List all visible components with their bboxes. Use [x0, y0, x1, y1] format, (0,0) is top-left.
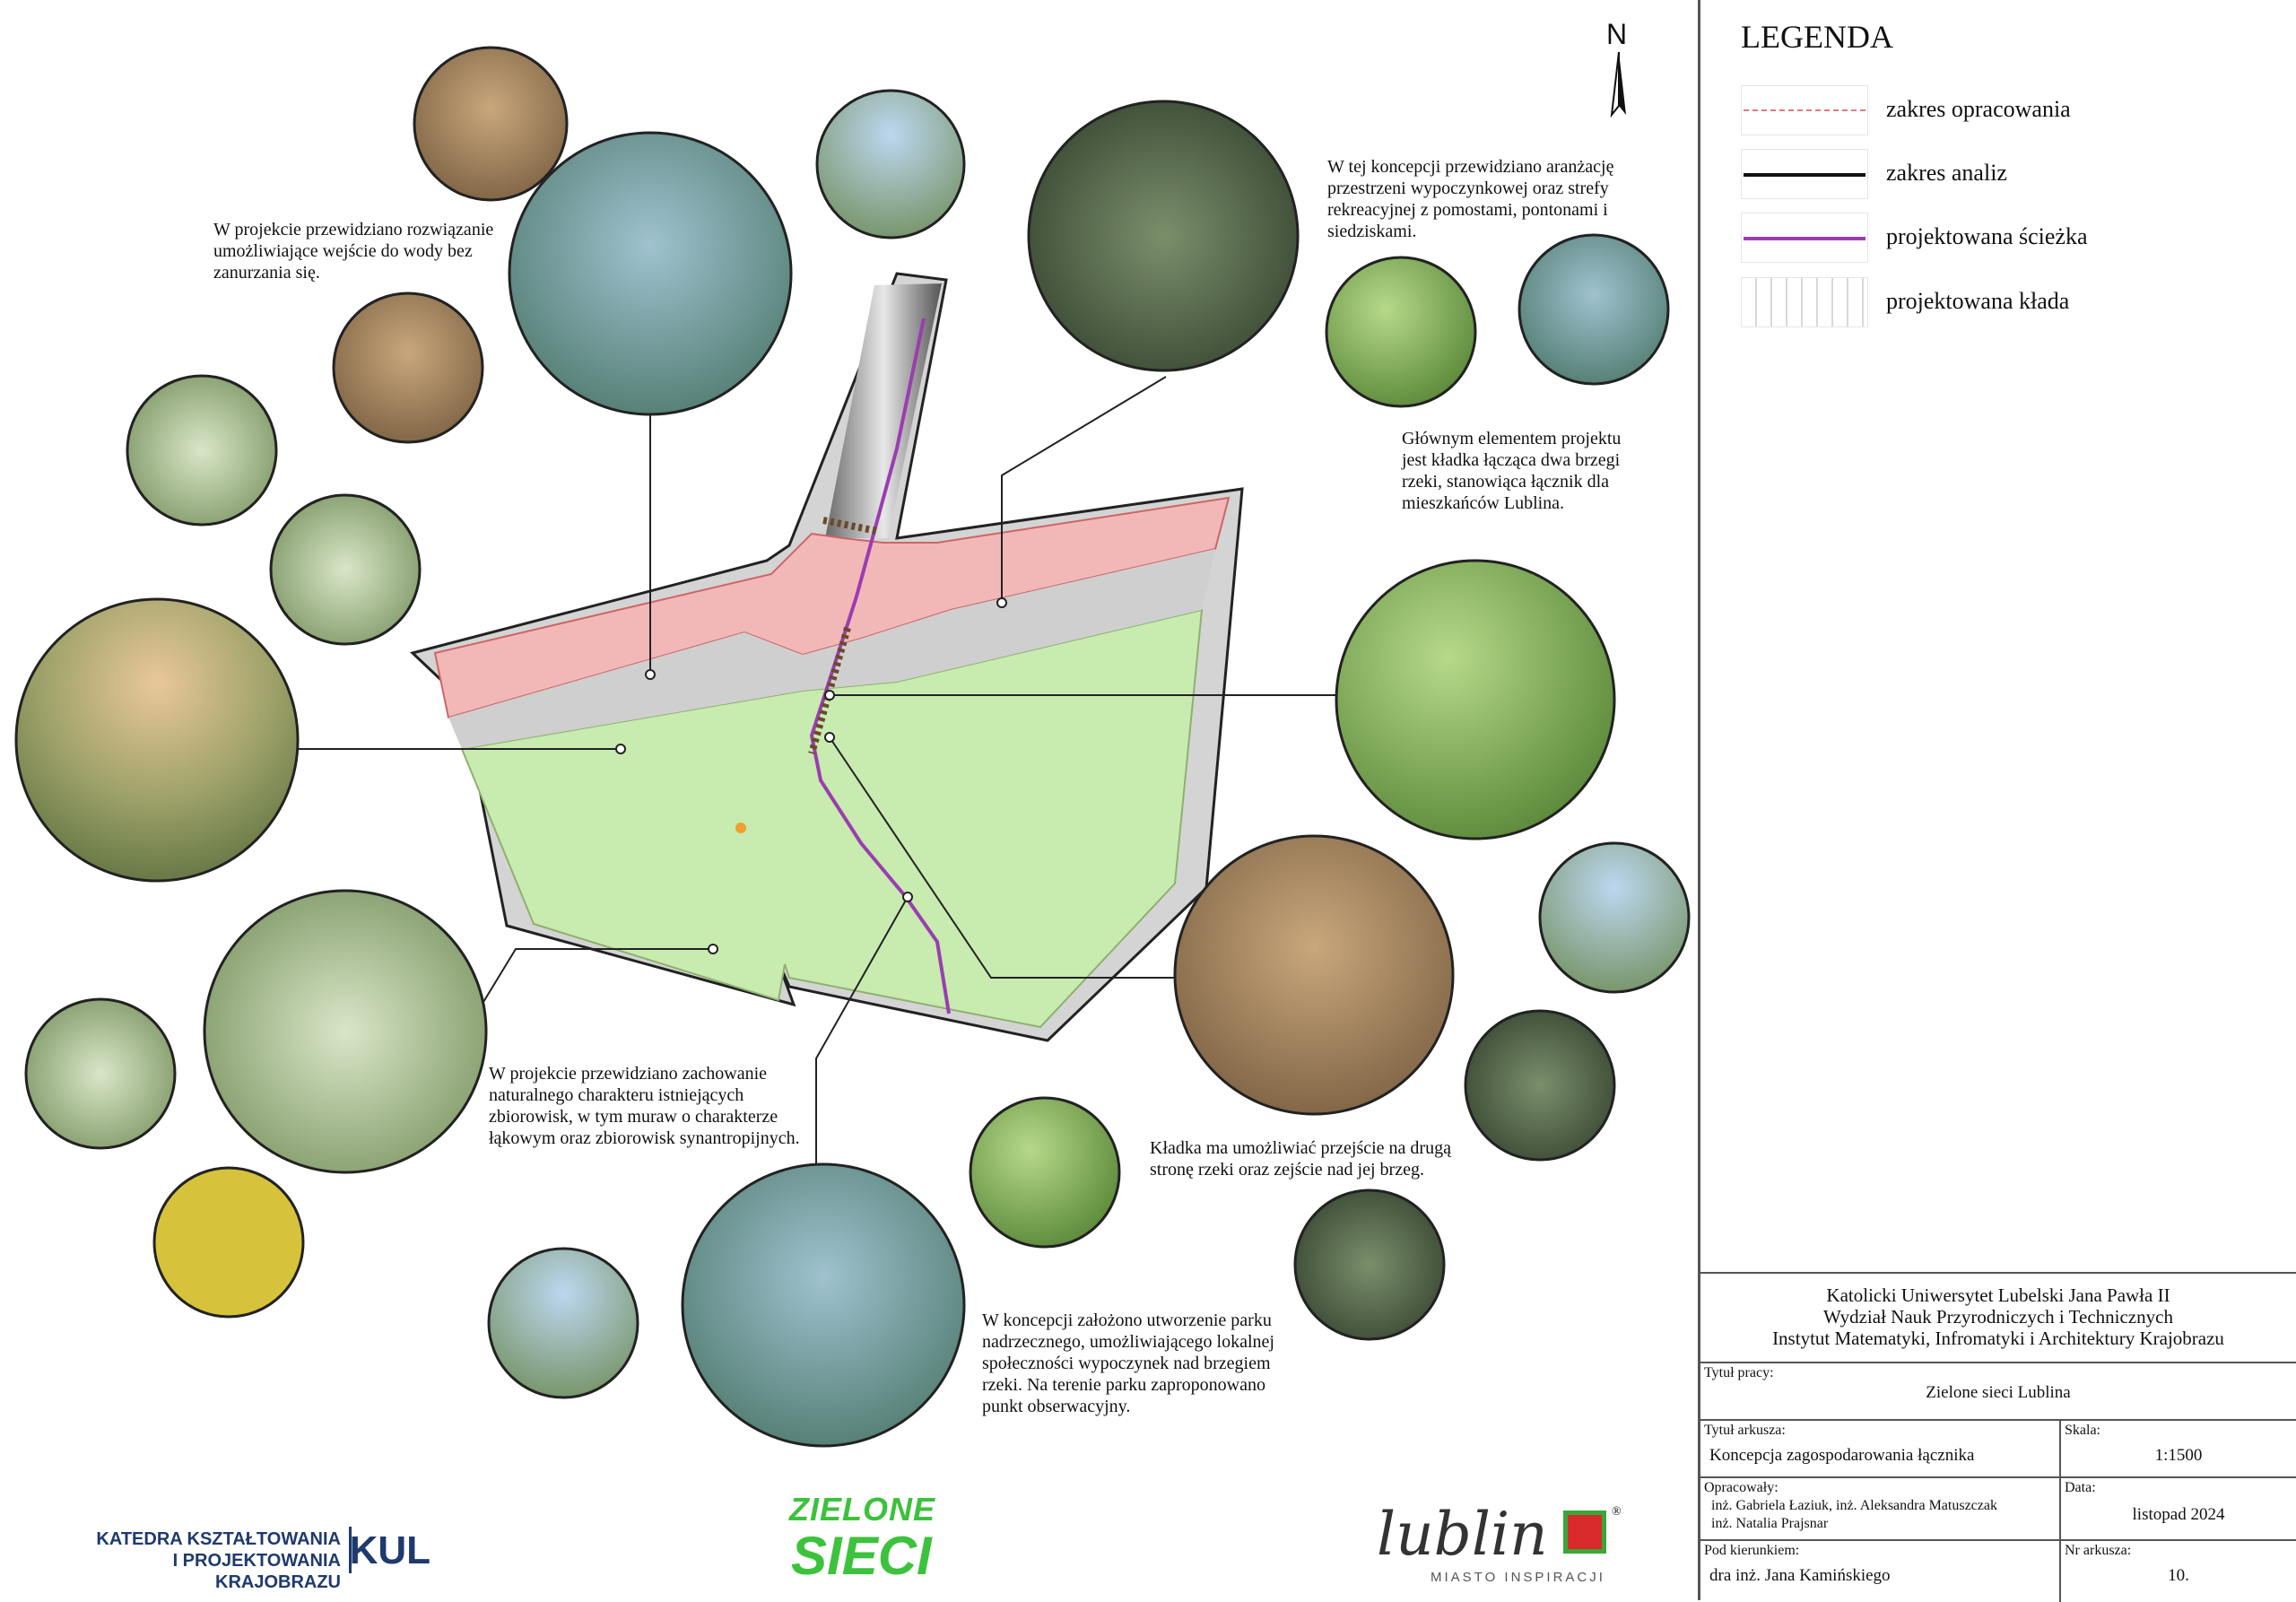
tb-rule: [1700, 1476, 2296, 1478]
legend-item-projektowana-klada: projektowana kłada: [1741, 277, 2279, 331]
scale-label: Skala:: [2065, 1423, 2100, 1438]
kul-logo: KATEDRA KSZTAŁTOWANIA I PROJEKTOWANIA KR…: [54, 1525, 430, 1592]
sheet-title: Koncepcja zagospodarowania łącznika: [1709, 1446, 1975, 1465]
legend-label: projektowana ścieżka: [1886, 223, 2088, 249]
observation-point: [735, 823, 746, 833]
photo-pool-steps: [508, 131, 793, 416]
photo-boardwalk-curved: [413, 46, 569, 202]
kul-mark: KUL: [349, 1528, 430, 1572]
north-letter: N: [1606, 18, 1628, 50]
sheet-title-label: Tytuł arkusza:: [1704, 1423, 1786, 1438]
right-panel: LEGENDA zakres opracowania zakres analiz…: [1698, 0, 2296, 1602]
legend-item-zakres-analiz: zakres analiz: [1741, 149, 2279, 203]
legend-label: projektowana kłada: [1886, 288, 2070, 314]
note-footbridge-main: Głównym elementem projektu jest kładka ł…: [1402, 429, 1622, 513]
authors-line-1: inż. Gabriela Łaziuk, inż. Aleksandra Ma…: [1711, 1498, 1997, 1513]
photo-night-bridge: [1464, 1009, 1616, 1162]
photo-stairs-platform: [1173, 834, 1455, 1116]
legend-swatch: [1741, 85, 1868, 135]
photo-lythrum: [269, 493, 422, 646]
photo-clover: [126, 374, 278, 527]
photo-steel-bridge: [1538, 841, 1691, 994]
lublin-logo: lublin ® MIASTO INSPIRACJI: [1368, 1500, 1637, 1589]
institution-line-2: Wydział Nauk Przyrodniczych i Techniczny…: [1823, 1306, 2173, 1328]
supervisor-label: Pod kierunkiem:: [1704, 1543, 1800, 1558]
photo-dandelion: [152, 1166, 305, 1319]
kul-department-name: KATEDRA KSZTAŁTOWANIA I PROJEKTOWANIA KR…: [96, 1529, 341, 1592]
tb-rule: [1700, 1539, 2296, 1541]
photo-yarrow: [24, 997, 177, 1150]
lublin-registered: ®: [1612, 1505, 1622, 1519]
photo-grasses: [203, 889, 488, 1174]
sheet-number-label: Nr arkusza:: [2065, 1543, 2132, 1558]
photo-meadow-path: [14, 597, 300, 883]
photo-amphitheatre: [1293, 1188, 1446, 1341]
legend-swatch: [1741, 149, 1868, 199]
supervisor: dra inż. Jana Kamińskiego: [1709, 1566, 1891, 1585]
river-bed: [448, 549, 1215, 749]
photo-circles: [14, 46, 1691, 1448]
note-recreation: W tej koncepcji przewidziano aranżację p…: [1327, 157, 1614, 241]
lublin-tagline: MIASTO INSPIRACJI: [1431, 1570, 1605, 1585]
date-value: listopad 2024: [2132, 1505, 2225, 1524]
lublin-emblem-icon: [1563, 1511, 1606, 1554]
tb-rule: [1700, 1419, 2296, 1421]
photo-river-boardwalk: [1027, 100, 1300, 372]
institution-line-1: Katolicki Uniwersytet Lubelski Jana Pawł…: [1826, 1284, 2170, 1306]
note-water-entry: W projekcie przewidziano rozwiązanie umo…: [213, 220, 494, 283]
projected-path: [809, 318, 951, 1014]
note-crossing: Kładka ma umożliwiać przejście na drugą …: [1150, 1138, 1451, 1180]
legend-item-projektowana-sciezka: projektowana ścieżka: [1741, 213, 2279, 266]
photo-river-bank: [969, 1096, 1121, 1249]
authors-line-2: inż. Natalia Prajsnar: [1711, 1516, 1829, 1531]
date-label: Data:: [2065, 1480, 2096, 1495]
zielone-sieci-line1: ZIELONE: [789, 1491, 936, 1528]
tb-rule: [1700, 1362, 2296, 1363]
note-park: W koncepcji założono utworzenie parku na…: [982, 1310, 1274, 1416]
work-title: Zielone sieci Lublina: [1926, 1383, 2071, 1402]
note-meadow: W projekcie przewidziano zachowanie natu…: [489, 1064, 800, 1148]
photo-river-park: [681, 1162, 966, 1448]
photo-tub-pontoon: [332, 292, 484, 444]
legend-label: zakres opracowania: [1886, 96, 2071, 122]
title-block: Katolicki Uniwersytet Lubelski Jana Pawł…: [1700, 1272, 2296, 1602]
footbridge-north: [822, 517, 878, 535]
photo-pontoon-seats: [1325, 256, 1477, 408]
photo-wetland-bridge: [815, 89, 966, 239]
legend-item-zakres-opracowania: zakres opracowania: [1741, 85, 2279, 139]
photo-lily-pad: [1518, 233, 1670, 386]
stream-channel: [825, 283, 942, 538]
photo-terrace: [1335, 559, 1616, 840]
legend-title: LEGENDA: [1741, 19, 1893, 55]
zielone-sieci-logo: ZIELONE SIECI: [782, 1489, 952, 1597]
scale-value: 1:1500: [2154, 1446, 2203, 1465]
lublin-wordmark: lublin: [1377, 1500, 1548, 1569]
work-title-label: Tytuł pracy:: [1704, 1365, 1774, 1380]
photo-embankment: [487, 1247, 639, 1399]
site-plan-map: [14, 46, 1691, 1448]
legend-swatch: [1741, 277, 1868, 327]
legend-swatch: [1741, 213, 1868, 263]
leader-endpoints: [615, 597, 1007, 954]
tb-col-divider: [2059, 1419, 2061, 1602]
authors-label: Opracowały:: [1704, 1480, 1779, 1495]
legend-label: zakres analiz: [1886, 160, 2007, 186]
sheet-number: 10.: [2168, 1566, 2189, 1585]
kul-divider: [349, 1527, 352, 1573]
north-arrow-icon: [1610, 52, 1626, 118]
north-arrow: N: [1601, 18, 1637, 118]
zielone-sieci-line2: SIECI: [791, 1526, 932, 1586]
leader-lines: [296, 376, 1336, 1184]
institution-line-3: Instytut Matematyki, Infromatyki i Archi…: [1772, 1328, 2224, 1349]
